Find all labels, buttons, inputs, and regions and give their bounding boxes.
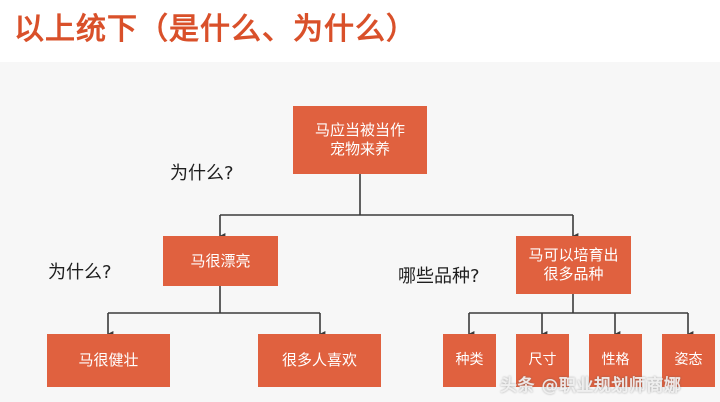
- connector-root-to-level2: [219, 174, 579, 239]
- node-root[interactable]: 马应当被当作 宠物来养: [293, 106, 427, 174]
- node-strong[interactable]: 马很健壮: [47, 334, 170, 387]
- node-breeds[interactable]: 马可以培育出 很多品种: [516, 236, 631, 294]
- node-character[interactable]: 性格: [589, 334, 642, 387]
- node-size[interactable]: 尺寸: [516, 334, 569, 387]
- label-why-top: 为什么?: [170, 163, 234, 184]
- label-why-left: 为什么?: [48, 262, 112, 283]
- node-posture[interactable]: 姿态: [662, 334, 715, 387]
- watermark: 头条 @职业规划师商娜: [500, 376, 682, 396]
- title-bar: 以上统下（是什么、为什么）: [0, 0, 720, 62]
- connector-beautiful-to-children: [107, 286, 326, 337]
- node-liked[interactable]: 很多人喜欢: [258, 334, 381, 387]
- page-title: 以上统下（是什么、为什么）: [14, 12, 417, 47]
- label-which-breeds: 哪些品种?: [398, 266, 480, 287]
- node-beautiful[interactable]: 马很漂亮: [163, 236, 278, 286]
- node-kind[interactable]: 种类: [443, 334, 496, 387]
- connector-breeds-to-children: [468, 294, 694, 337]
